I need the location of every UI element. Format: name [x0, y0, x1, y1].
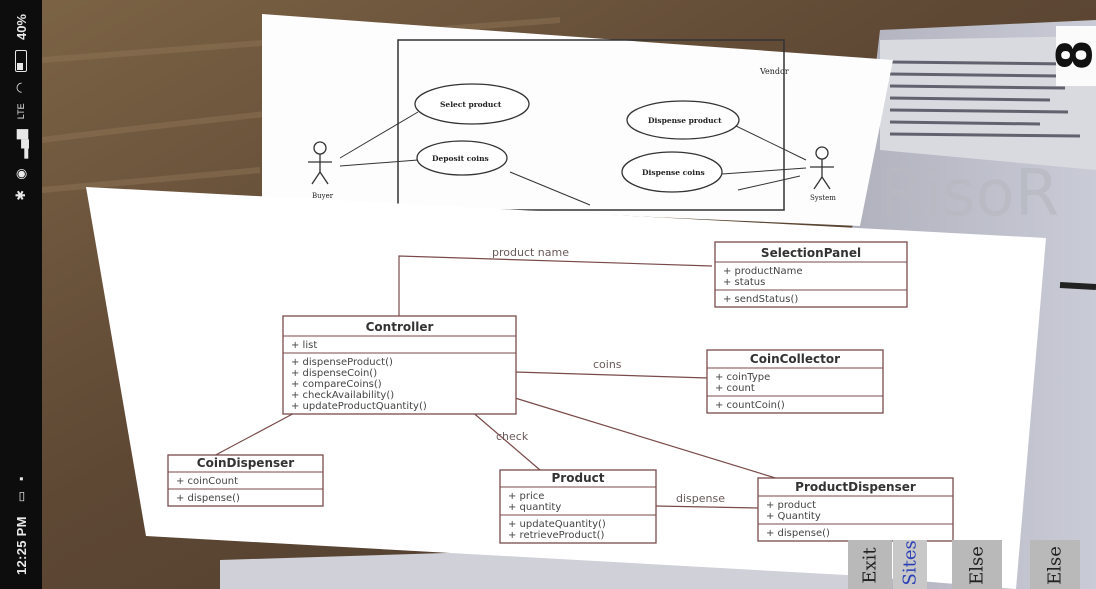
use-case-ellipse — [626, 100, 740, 140]
class-method: + dispenseCoin() — [291, 368, 377, 379]
class-attribute: + productName — [723, 266, 803, 277]
use-case-links — [339, 111, 807, 206]
overlay-logo[interactable]: 8 — [1047, 26, 1096, 86]
class-name: ProductDispenser — [795, 480, 916, 494]
use-case-frame — [397, 39, 785, 211]
association-label-dispense: dispense — [676, 492, 725, 505]
class-box — [757, 477, 954, 542]
class-attribute: + coinCount — [176, 476, 238, 487]
class-attribute: + Quantity — [766, 511, 821, 522]
class-name: Controller — [366, 320, 434, 334]
class-attribute: + count — [715, 383, 755, 394]
class-attribute: + product — [766, 500, 816, 511]
class-box — [706, 349, 884, 414]
class-method: + updateQuantity() — [508, 519, 606, 530]
class-attribute: + coinType — [715, 372, 770, 383]
class-attribute: + quantity — [508, 502, 561, 513]
class-product: Product + price+ quantity + updateQuantity… — [499, 469, 657, 544]
class-attribute: + status — [723, 277, 765, 288]
lte-icon: LTE — [16, 103, 26, 120]
class-method: + dispense() — [766, 528, 830, 539]
class-method: + compareCoins() — [291, 379, 382, 390]
use-case-label: Deposit coins — [432, 154, 489, 163]
battery-percent: 40% — [13, 14, 29, 41]
class-method: + retrieveProduct() — [508, 530, 605, 541]
class-coin-dispenser: CoinDispenser + coinCount + dispense() — [167, 454, 324, 507]
actor-system-label: System — [810, 194, 836, 202]
use-case-ellipse — [416, 140, 508, 176]
sites-link[interactable]: Sites — [893, 540, 927, 589]
actor-buyer — [308, 141, 332, 185]
printed-watermark-text: RisoR — [880, 157, 1059, 231]
class-name: SelectionPanel — [761, 246, 861, 260]
nfc-icon: ◉ — [13, 168, 28, 180]
class-name: CoinDispenser — [197, 456, 294, 470]
class-box — [167, 454, 324, 507]
class-selection-panel: SelectionPanel + productName+ status + sen… — [714, 241, 908, 308]
use-case-label: Dispense product — [648, 116, 722, 125]
screen-icon: ▭ — [14, 490, 28, 503]
association-label-check: check — [496, 430, 529, 443]
use-case-frame-label: Vendor — [759, 67, 789, 76]
association-lines — [209, 255, 796, 509]
use-case-ellipse — [414, 83, 530, 125]
class-name: Product — [552, 471, 605, 485]
class-box — [282, 315, 517, 415]
association-label-product-name: product name — [492, 246, 569, 259]
actor-system — [810, 146, 834, 190]
else-button-2[interactable]: Else — [1030, 540, 1080, 589]
class-attribute: + list — [291, 340, 317, 351]
class-box — [499, 469, 657, 544]
class-attribute: + price — [508, 491, 544, 502]
class-method: + updateProductQuantity() — [291, 401, 427, 412]
bluetooth-icon: ✱ — [13, 189, 28, 201]
printed-text-lines — [889, 60, 1081, 138]
use-case-label: Dispense coins — [642, 168, 705, 177]
signal-icon: ▂▄▆ — [13, 129, 28, 159]
class-method: + countCoin() — [715, 400, 785, 411]
class-name: CoinCollector — [750, 352, 840, 366]
status-time: 12:25 PM — [13, 516, 29, 575]
class-method: + dispense() — [176, 493, 240, 504]
battery-icon — [15, 50, 27, 73]
class-method: + checkAvailability() — [291, 390, 394, 401]
class-product-dispenser: ProductDispenser + product+ Quantity + dis… — [757, 477, 954, 542]
class-method: + sendStatus() — [723, 294, 798, 305]
notification-icon: ▪ — [14, 476, 28, 481]
use-case-ellipse — [621, 151, 723, 193]
class-coin-collector: CoinCollector + coinType+ count + countCoi… — [706, 349, 884, 414]
association-label-coins: coins — [593, 358, 622, 371]
use-case-label: Select product — [440, 100, 502, 109]
class-boxes: SelectionPanel + productName+ status + sen… — [167, 241, 954, 544]
class-box — [714, 241, 908, 308]
wifi-icon: ◠ — [13, 82, 28, 94]
else-button-1[interactable]: Else — [952, 540, 1002, 589]
status-bar: 12:25 PM ▭ ▪ ✱ ◉ ▂▄▆ LTE ◠ 40% — [0, 0, 42, 589]
class-method: + dispenseProduct() — [291, 357, 393, 368]
class-controller: Controller + list + dispenseProduct()+ dis… — [282, 315, 517, 415]
exit-button[interactable]: Exit — [848, 540, 892, 589]
actor-buyer-label: Buyer — [312, 192, 334, 200]
